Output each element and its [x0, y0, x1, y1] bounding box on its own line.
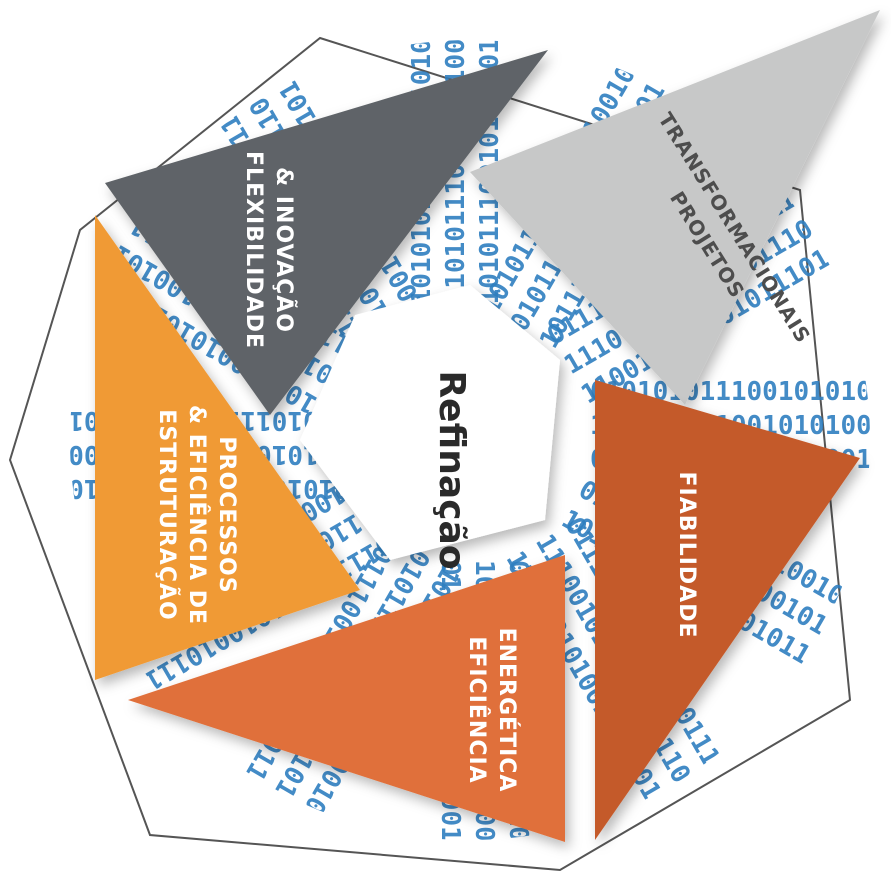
label-estr-line-2: PROCESSOS	[214, 436, 239, 593]
label-flex-line-1: & INOVAÇÃO	[271, 167, 297, 333]
label-flex: FLEXIBILIDADE& INOVAÇÃO	[241, 151, 297, 349]
label-fiab: FIABILIDADE	[674, 472, 699, 639]
center-pentagon	[300, 285, 560, 560]
label-efic-line-0: EFICIÊNCIA	[464, 636, 490, 783]
segment-fiabilidade	[595, 380, 860, 840]
segment-eficiencia-energetica	[128, 555, 565, 842]
segment-estruturacao-processos	[95, 215, 360, 680]
segment-projetos-transformacionais	[470, 10, 880, 405]
segment-flexibilidade-inovacao	[105, 50, 548, 415]
label-flex-line-0: FLEXIBILIDADE	[241, 151, 266, 349]
label-estr-line-0: ESTRUTURAÇÃO	[154, 409, 180, 620]
label-estr-line-1: & EFICIÊNCIA DE	[184, 405, 210, 625]
label-fiab-line-0: FIABILIDADE	[674, 472, 699, 639]
label-efic-line-1: ENERGÉTICA	[494, 628, 520, 793]
outer-hexagon-outline	[8, 36, 852, 872]
center-title: Refinação	[431, 370, 472, 569]
